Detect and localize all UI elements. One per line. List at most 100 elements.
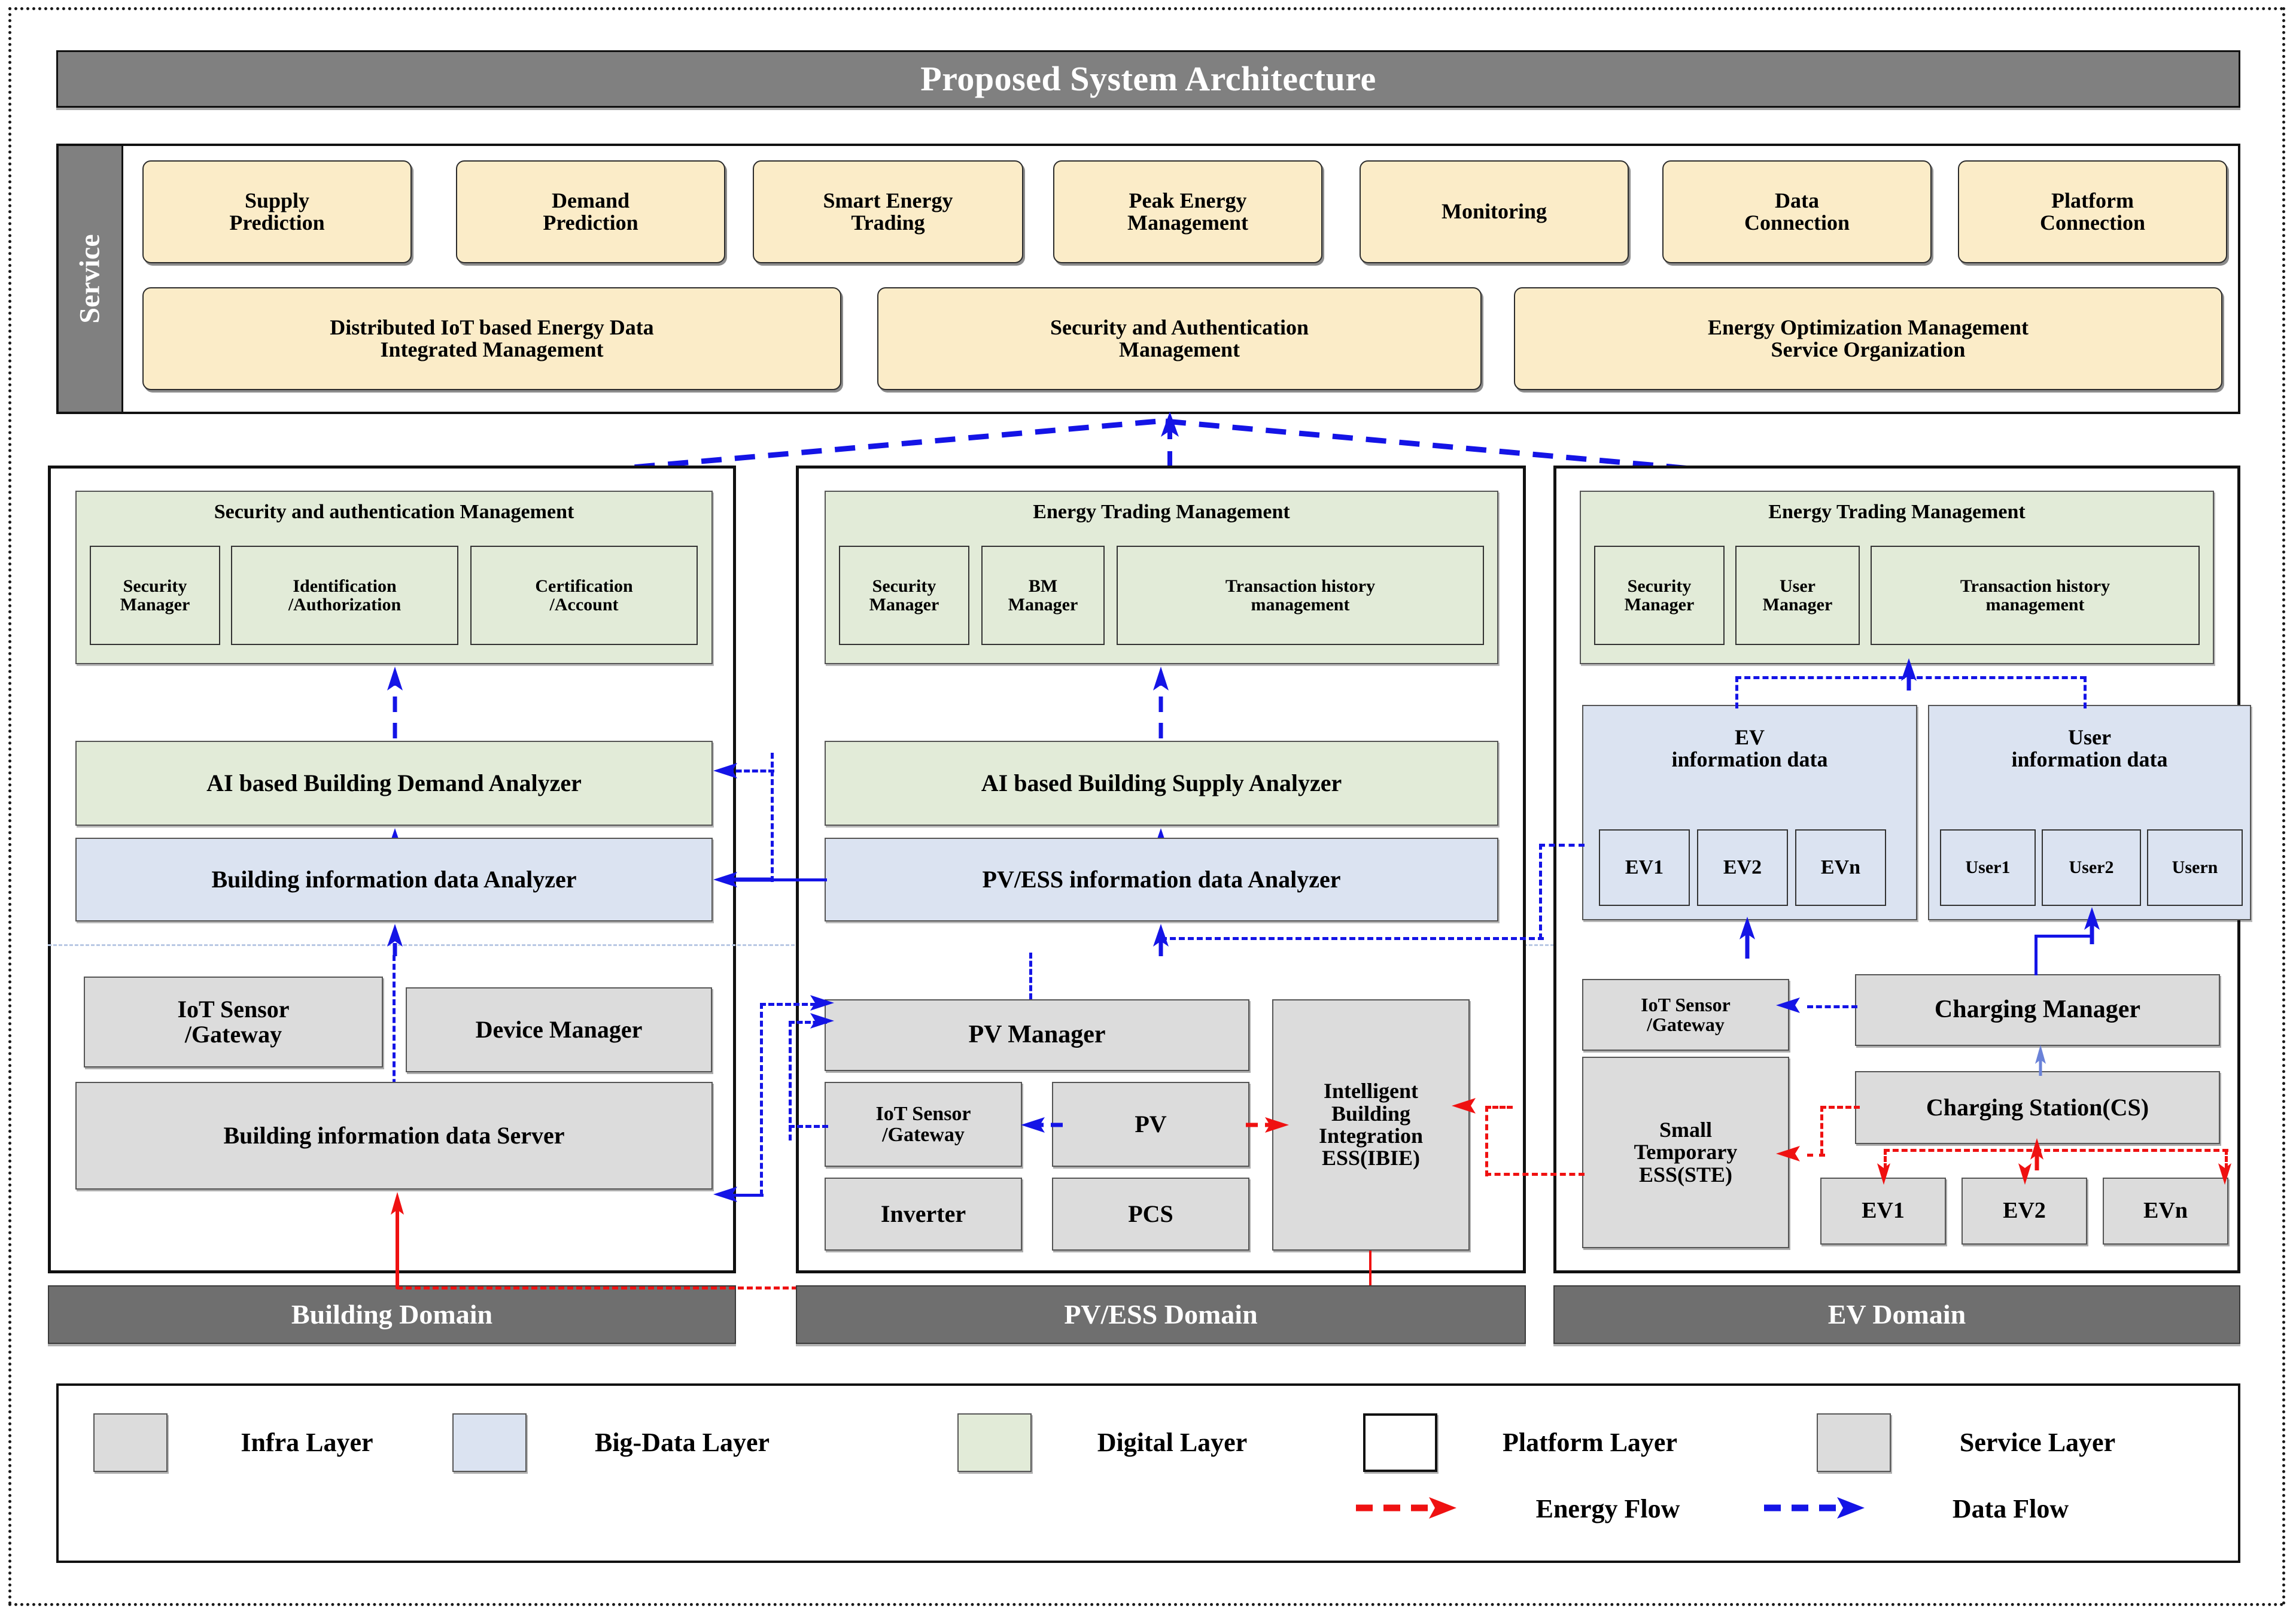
pvess-iot-sensor-gateway: IoT Sensor /Gateway: [825, 1082, 1022, 1167]
pvess-information-data-analyzer: PV/ESS information data Analyzer: [825, 838, 1498, 921]
pvess-bus-to-building-server: [728, 1194, 764, 1197]
legend-panel: [56, 1383, 2240, 1563]
service-chip-platform-connection[interactable]: Platform Connection: [1958, 160, 2227, 263]
legend-label-platform: Platform Layer: [1503, 1428, 1677, 1458]
service-chip-energy-optimization[interactable]: Energy Optimization Management Service O…: [1514, 287, 2222, 390]
legend-label-service: Service Layer: [1959, 1428, 2116, 1458]
building-information-data-analyzer: Building information data Analyzer: [75, 838, 713, 921]
building-identification-authorization: Identification /Authorization: [231, 546, 458, 645]
pcs-box: PCS: [1052, 1178, 1249, 1251]
ev-security-manager: Security Manager: [1594, 546, 1725, 645]
ev1-infra-box: EV1: [1820, 1178, 1946, 1245]
intelligent-building-integration-ess: Intelligent Building Integration ESS(IBI…: [1272, 999, 1470, 1251]
ev-bracket-left: [1735, 676, 1738, 708]
pvess-security-manager: Security Manager: [839, 546, 969, 645]
usern-data-cell: Usern: [2147, 829, 2243, 906]
small-temporary-ess: Small Temporary ESS(STE): [1582, 1057, 1789, 1248]
legend-swatch-service: [1817, 1413, 1891, 1472]
ev-energy-bus-h: [1884, 1149, 2228, 1152]
ev-energy-bus-left: [1884, 1149, 1887, 1169]
pvess-to-building-demand-vline: [771, 753, 774, 882]
charging-mgr-to-iot-h: [1807, 1005, 1857, 1008]
pvess-left-bus-vline2: [789, 1021, 792, 1140]
building-information-data-server: Building information data Server: [75, 1082, 713, 1190]
ev-domain-label: EV Domain: [1553, 1285, 2240, 1344]
cs-to-ste-vline: [1820, 1106, 1823, 1155]
ev-to-pvess-hline: [1161, 937, 1544, 940]
page-outer-border: [8, 7, 2285, 1606]
ev-bracket-top: [1735, 676, 2086, 679]
legend-label-data-flow: Data Flow: [1952, 1494, 2069, 1524]
service-tab-label: Service: [74, 234, 106, 324]
pvess-to-building-demand-hline: [728, 770, 774, 772]
ev-information-data-title: EV information data: [1671, 725, 1828, 772]
ev-transaction-history-management: Transaction history management: [1871, 546, 2200, 645]
ev-energy-bus-right: [2225, 1149, 2228, 1169]
legend-label-energy-flow: Energy Flow: [1535, 1494, 1680, 1524]
service-chip-peak-energy-management[interactable]: Peak Energy Management: [1053, 160, 1322, 263]
legend-swatch-bigdata: [452, 1413, 527, 1472]
ev1-data-cell: EV1: [1599, 829, 1690, 906]
user1-data-cell: User1: [1940, 829, 2036, 906]
ibie-energy-down: [1369, 1251, 1371, 1288]
ev-to-pvess-vline: [1539, 844, 1542, 939]
legend-label-digital: Digital Layer: [1097, 1428, 1248, 1458]
user2-data-cell: User2: [2042, 829, 2141, 906]
service-chip-data-connection[interactable]: Data Connection: [1662, 160, 1932, 263]
pvess-bm-manager: BM Manager: [981, 546, 1105, 645]
cs-to-ste-h-bottom: [1807, 1154, 1825, 1157]
ev2-infra-box: EV2: [1962, 1178, 2087, 1245]
pvmanager-up-dataflow: [1029, 953, 1032, 999]
building-device-manager: Device Manager: [406, 987, 712, 1072]
charging-mgr-up-h: [2035, 935, 2092, 938]
pv-box: PV: [1052, 1082, 1249, 1167]
page-title: Proposed System Architecture: [56, 50, 2240, 108]
service-chip-supply-prediction[interactable]: Supply Prediction: [142, 160, 412, 263]
charging-station: Charging Station(CS): [1855, 1071, 2220, 1144]
ste-to-ibie-h-lower: [1485, 1173, 1585, 1176]
pvess-left-bus-to-iot: [789, 1125, 828, 1128]
pvess-energy-trading-title: Energy Trading Management: [1033, 501, 1290, 523]
charging-manager: Charging Manager: [1855, 974, 2220, 1046]
legend-label-infra: Infra Layer: [241, 1428, 373, 1458]
building-security-manager: Security Manager: [90, 546, 220, 645]
legend-label-bigdata: Big-Data Layer: [594, 1428, 770, 1458]
building-domain-label: Building Domain: [48, 1285, 736, 1344]
pvess-left-bus-vline: [760, 1003, 763, 1196]
service-chip-smart-energy-trading[interactable]: Smart Energy Trading: [753, 160, 1023, 263]
legend-swatch-infra: [93, 1413, 168, 1472]
inverter-box: Inverter: [825, 1178, 1022, 1251]
pvess-transaction-history-management: Transaction history management: [1117, 546, 1484, 645]
ev-left-dashed-stub: [1539, 844, 1585, 847]
building-vertical-dataflow: [393, 955, 396, 1182]
evn-data-cell: EVn: [1795, 829, 1886, 906]
cs-to-ste-h-top: [1820, 1106, 1860, 1109]
service-chip-monitoring[interactable]: Monitoring: [1360, 160, 1629, 263]
pvess-to-building-bigdata-line: [760, 878, 827, 881]
pvess-domain-label: PV/ESS Domain: [796, 1285, 1526, 1344]
ev-energy-trading-title: Energy Trading Management: [1768, 501, 2026, 523]
pvess-left-bus-mid: [789, 1021, 827, 1024]
service-chip-demand-prediction[interactable]: Demand Prediction: [456, 160, 725, 263]
pv-manager: PV Manager: [825, 999, 1249, 1071]
service-chip-distributed-iot-energy-data[interactable]: Distributed IoT based Energy Data Integr…: [142, 287, 841, 390]
evn-infra-box: EVn: [2103, 1178, 2228, 1245]
charging-mgr-up-solid: [2035, 935, 2037, 975]
pvess-supply-analyzer: AI based Building Supply Analyzer: [825, 741, 1498, 826]
ev-user-manager: User Manager: [1735, 546, 1860, 645]
building-security-auth-title: Security and authentication Management: [214, 501, 574, 523]
service-layer-tab: Service: [59, 146, 123, 412]
service-chip-security-authentication[interactable]: Security and Authentication Management: [877, 287, 1482, 390]
building-certification-account: Certification /Account: [470, 546, 698, 645]
ev-iot-sensor-gateway: IoT Sensor /Gateway: [1582, 979, 1789, 1051]
building-iot-sensor-gateway: IoT Sensor /Gateway: [84, 977, 383, 1067]
legend-swatch-digital: [957, 1413, 1032, 1472]
legend-swatch-platform: [1363, 1413, 1437, 1472]
ev-bracket-right: [2084, 676, 2087, 708]
ste-to-ibie-h-upper: [1485, 1106, 1513, 1109]
ste-to-ibie-v: [1485, 1106, 1488, 1176]
user-information-data-title: User information data: [2011, 725, 2168, 772]
pvess-left-bus-top: [760, 1003, 825, 1006]
ev2-data-cell: EV2: [1697, 829, 1788, 906]
